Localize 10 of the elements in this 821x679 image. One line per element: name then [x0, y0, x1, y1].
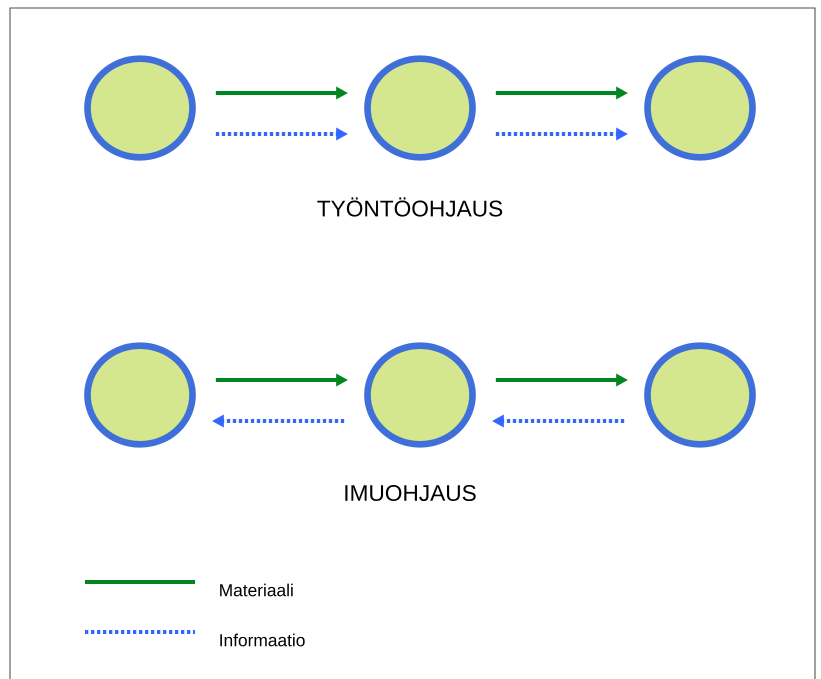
circle-shape [84, 342, 196, 448]
legend-label: Informaatio [220, 634, 305, 646]
legend-label: Materiaali [220, 584, 293, 596]
circle-shape [644, 55, 756, 161]
circle-shape [364, 55, 476, 161]
section-title: IMUOHJAUS [345, 484, 476, 502]
circle-shape [84, 55, 196, 161]
circle-shape [644, 342, 756, 448]
circle-shape [364, 342, 476, 448]
section-title: TYÖNTÖOHJAUS [317, 197, 502, 217]
